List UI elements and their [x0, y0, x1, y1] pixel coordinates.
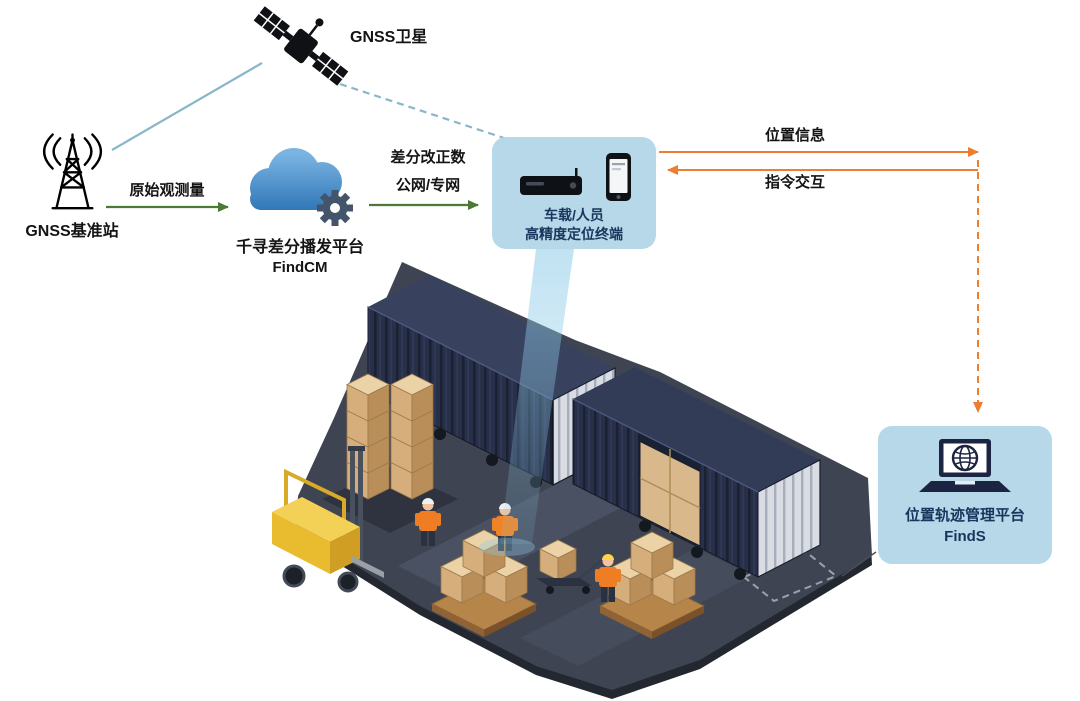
container-open-door — [639, 433, 701, 547]
pallet-stacks — [322, 373, 458, 533]
finds-card: 位置轨迹管理平台 FindS — [878, 426, 1052, 564]
terminal-icons — [517, 148, 632, 202]
base-station-label: GNSS基准站 — [25, 223, 119, 240]
container-right — [572, 367, 821, 578]
laptop-globe-icon — [919, 439, 1011, 492]
terminal-label-line1: 车载/人员 — [544, 207, 604, 223]
pallet-jack — [536, 539, 604, 594]
pallet-right — [598, 531, 706, 639]
finds-product-label: FindS — [944, 528, 986, 545]
beam-glow — [479, 538, 535, 556]
command-label: 指令交互 — [764, 174, 825, 191]
raw-observation-label: 原始观测量 — [129, 182, 205, 199]
gear-icon — [317, 190, 353, 226]
terminal-card: 车载/人员 高精度定位终端 — [492, 137, 656, 249]
cloud-platform-product: FindCM — [272, 259, 328, 276]
position-info-label: 位置信息 — [764, 127, 825, 144]
satellite-label: GNSS卫星 — [350, 29, 428, 46]
smartphone-icon — [605, 153, 631, 201]
network-label: 公网/专网 — [395, 177, 461, 194]
satellite-icon — [253, 6, 349, 86]
worker-3 — [595, 554, 621, 602]
cloud-icon — [250, 148, 353, 226]
pallet-center — [430, 529, 538, 637]
receiver-icon — [519, 168, 582, 195]
worker-1 — [415, 498, 441, 546]
positioning-beam — [500, 249, 574, 544]
correction-data-label: 差分改正数 — [390, 149, 466, 166]
radio-tower-icon — [42, 133, 103, 210]
zone-marking — [742, 550, 838, 603]
cloud-platform-name: 千寻差分播发平台 — [235, 239, 364, 256]
finds-platform-label: 位置轨迹管理平台 — [904, 507, 1025, 524]
terminal-label-line2: 高精度定位终端 — [525, 226, 623, 242]
forklift — [272, 446, 384, 593]
